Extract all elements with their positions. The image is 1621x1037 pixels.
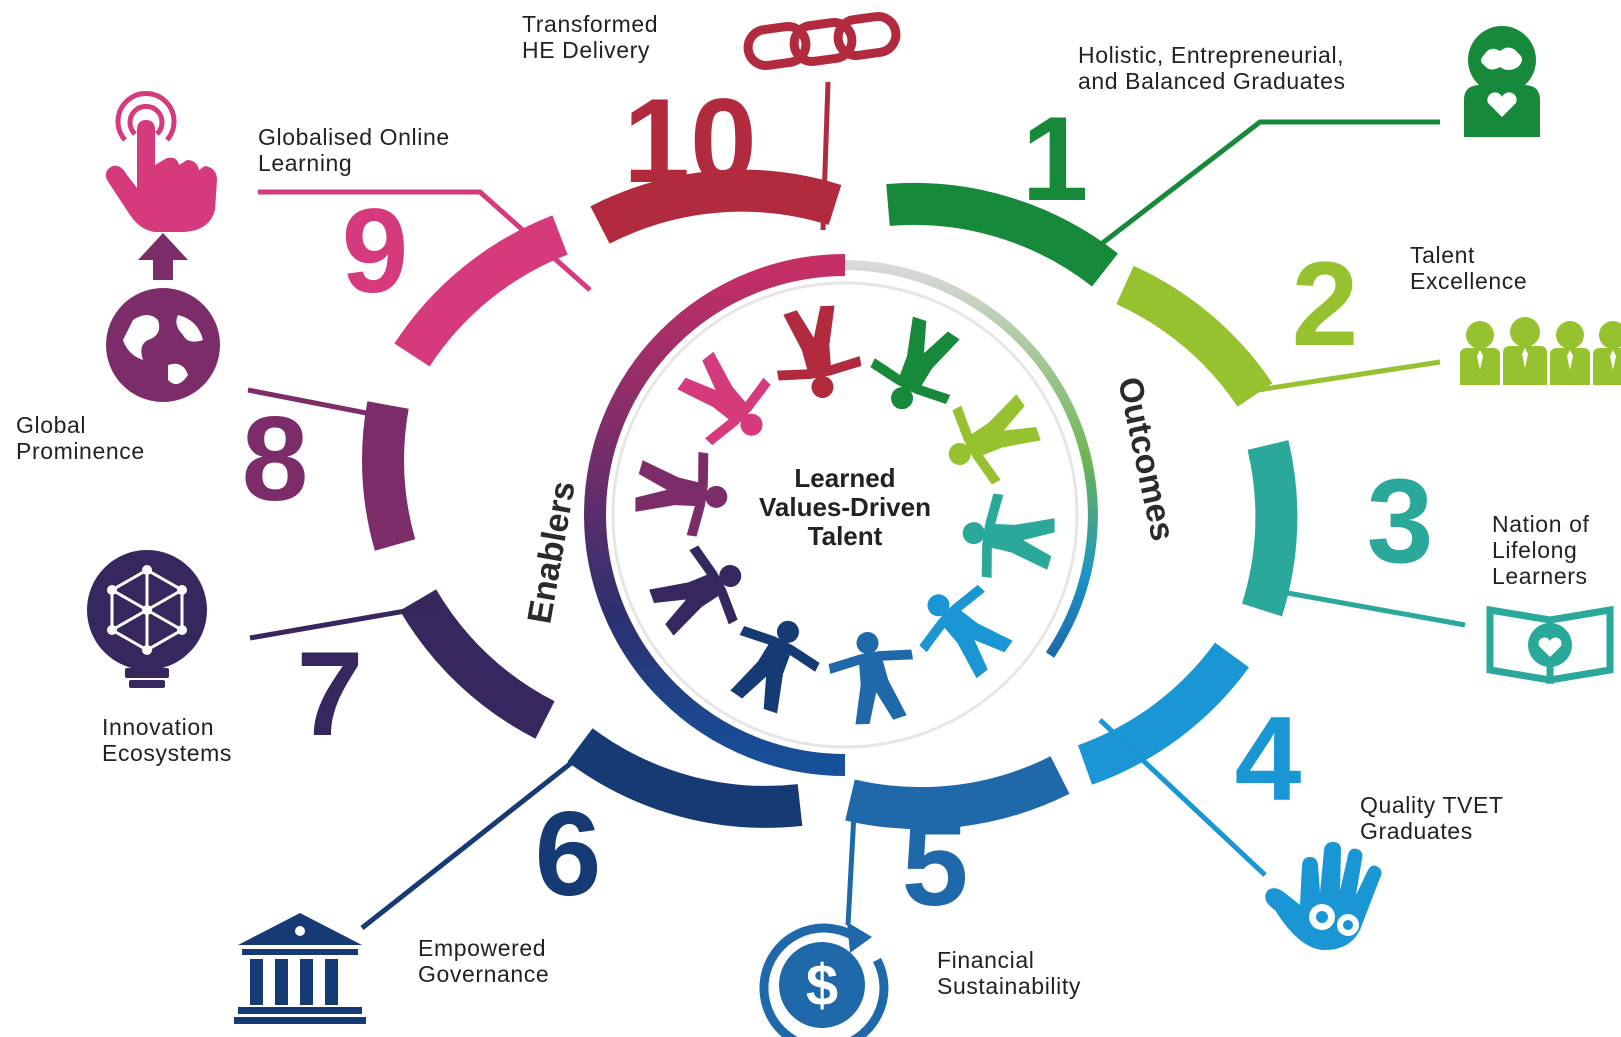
label-6-line1: Empowered: [418, 935, 546, 961]
person-figure: [776, 305, 862, 398]
enablers-label: Enablers: [520, 478, 582, 626]
person-figure: [635, 451, 728, 537]
person-figure: [649, 545, 742, 636]
person-figure: [919, 584, 1013, 679]
label-3-line2: Lifelong: [1492, 537, 1577, 563]
inner-thin-ring: [611, 281, 1079, 749]
arc-segment-3: [1241, 440, 1298, 617]
number-9: 9: [342, 184, 409, 318]
connector-10: [820, 81, 831, 231]
connector-2: [1244, 359, 1441, 395]
person-figure: [730, 620, 820, 714]
connector-6: [360, 758, 577, 930]
number-2: 2: [1292, 237, 1359, 371]
hand-gears-icon: [1265, 842, 1382, 950]
label-4-line1: Quality TVET: [1360, 792, 1504, 818]
label-9-line1: Globalised Online: [258, 124, 450, 150]
book-heart-icon: [1486, 605, 1614, 685]
center-title-line1: Learned: [794, 463, 895, 493]
label-3-line1: Nation of: [1492, 511, 1589, 537]
label-7-line1: Innovation: [102, 714, 214, 740]
label-5-line1: Financial: [937, 947, 1034, 973]
head-heart-icon: [1464, 26, 1540, 137]
pillar-labels: Holistic, Entrepreneurial, and Balanced …: [16, 11, 1589, 999]
outer-arc-segments: [362, 169, 1298, 830]
touch-hand-icon: [105, 90, 217, 232]
label-10-line2: HE Delivery: [522, 37, 650, 63]
center-title-line3: Talent: [808, 521, 883, 551]
arc-segment-9: [394, 215, 568, 367]
connector-9: [258, 189, 592, 292]
lightbulb-network-icon: [87, 550, 207, 688]
dollar-cycle-icon: $: [759, 922, 889, 1037]
label-8-line2: Prominence: [16, 438, 145, 464]
person-figure: [948, 394, 1041, 485]
label-2-line2: Excellence: [1410, 268, 1527, 294]
number-6: 6: [535, 787, 602, 921]
enablers-ring-band: [584, 254, 846, 776]
label-3-line3: Learners: [1492, 563, 1588, 589]
institution-icon: [234, 913, 366, 1024]
person-figure: [677, 351, 771, 446]
connector-7: [249, 602, 441, 641]
label-8-line1: Global: [16, 412, 86, 438]
connector-3: [1259, 585, 1466, 628]
arc-segment-4: [1077, 642, 1249, 785]
label-10-line1: Transformed: [522, 11, 658, 37]
center-title: Learned Values-Driven Talent: [759, 463, 931, 551]
label-1-line1: Holistic, Entrepreneurial,: [1078, 42, 1344, 68]
label-7-line2: Ecosystems: [102, 740, 232, 766]
connector-lines: [247, 81, 1466, 930]
connector-5: [845, 794, 858, 926]
label-5-line2: Sustainability: [937, 973, 1081, 999]
arc-segment-5: [845, 756, 1070, 830]
people-circle: [635, 305, 1055, 725]
arc-segment-10: [590, 169, 842, 244]
globe-arrow-icon: [106, 233, 220, 402]
label-1-line2: and Balanced Graduates: [1078, 68, 1346, 94]
number-7: 7: [297, 627, 364, 761]
outcomes-label: Outcomes: [1110, 374, 1182, 545]
outcomes-ring-band: [844, 260, 1098, 658]
number-4: 4: [1235, 692, 1302, 826]
people-group-icon: [1460, 317, 1621, 385]
connector-4: [1098, 718, 1267, 877]
arc-segment-7: [399, 589, 555, 739]
chain-link-icon: [743, 11, 901, 71]
inner-ring: [584, 254, 1098, 776]
connector-1: [1068, 119, 1440, 270]
pillar-numbers: 1 2 3 4 5 6 7 8 9 10: [242, 74, 1434, 931]
arc-segment-6: [567, 728, 803, 828]
number-1: 1: [1022, 92, 1089, 226]
label-4-line2: Graduates: [1360, 818, 1473, 844]
person-figure: [962, 493, 1055, 579]
label-9-line2: Learning: [258, 150, 352, 176]
number-8: 8: [242, 392, 309, 526]
person-figure: [828, 632, 914, 725]
svg-text:$: $: [806, 953, 838, 1018]
number-10: 10: [623, 74, 756, 208]
person-figure: [870, 316, 960, 410]
arc-segment-2: [1116, 265, 1273, 407]
arc-segment-8: [362, 401, 416, 551]
number-3: 3: [1367, 454, 1434, 588]
number-5: 5: [902, 797, 969, 931]
center-title-line2: Values-Driven: [759, 492, 931, 522]
arc-segment-1: [886, 182, 1118, 287]
connector-8: [247, 387, 393, 421]
label-6-line2: Governance: [418, 961, 549, 987]
label-2-line1: Talent: [1410, 242, 1475, 268]
